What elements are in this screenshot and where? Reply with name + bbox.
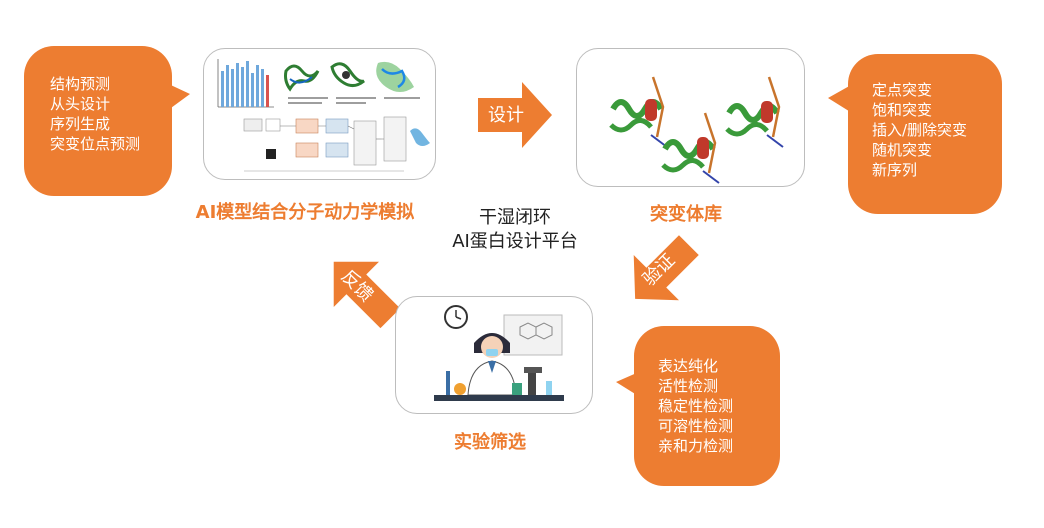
ai-methods-bubble: 结构预测 从头设计 序列生成 突变位点预测 xyxy=(24,46,172,196)
assays-bubble: 表达纯化 活性检测 稳定性检测 可溶性检测 亲和力检测 xyxy=(634,326,780,486)
mutation-type-item: 饱和突变 xyxy=(872,101,933,119)
ai-method-item: 序列生成 xyxy=(50,115,111,133)
feedback-arrow xyxy=(333,261,401,329)
ai-method-item: 突变位点预测 xyxy=(50,135,141,153)
structure-thumbnail-1 xyxy=(284,64,320,92)
mutant-library-figure xyxy=(576,48,805,187)
workflow-thumbnail xyxy=(243,116,430,172)
lab-scientist-illustration xyxy=(434,305,564,401)
ai-model-figure xyxy=(203,48,436,180)
platform-title-line2: AI蛋白设计平台 xyxy=(452,231,578,252)
mutation-type-item: 插入/删除突变 xyxy=(872,121,968,139)
experiment-figure xyxy=(395,296,593,414)
scientist xyxy=(467,333,517,396)
caption-lines xyxy=(288,97,420,104)
verify-arrow xyxy=(633,235,699,301)
platform-title: 干湿闭环 AI蛋白设计平台 xyxy=(430,206,600,254)
ai-method-item: 从头设计 xyxy=(50,95,111,113)
mutation-type-item: 定点突变 xyxy=(872,81,933,99)
protein-structure-1 xyxy=(609,76,668,148)
ai-method-item: 结构预测 xyxy=(50,75,111,93)
clock-icon xyxy=(444,305,468,329)
assay-item: 可溶性检测 xyxy=(658,417,734,435)
molecule-board xyxy=(503,314,563,356)
platform-title-line1: 干湿闭环 xyxy=(479,207,551,228)
bar-chart-thumbnail xyxy=(217,59,274,108)
mutation-type-item: 新序列 xyxy=(872,161,918,179)
design-arrow xyxy=(478,82,552,148)
library-stage-label: 突变体库 xyxy=(650,204,722,225)
experiment-stage-label: 实验筛选 xyxy=(454,432,526,453)
mutant-proteins-illustration xyxy=(609,76,784,184)
protein-structure-2 xyxy=(661,112,720,184)
assay-item: 亲和力检测 xyxy=(658,437,734,455)
mutation-type-item: 随机突变 xyxy=(872,141,933,159)
mutation-types-bubble: 定点突变 饱和突变 插入/删除突变 随机突变 新序列 xyxy=(848,54,1002,214)
assay-item: 表达纯化 xyxy=(658,357,719,375)
protein-structure-3 xyxy=(725,76,784,148)
ai-model-illustration xyxy=(217,59,430,172)
assay-item: 稳定性检测 xyxy=(658,397,734,415)
ai-stage-label: AI模型结合分子动力学模拟 xyxy=(195,202,415,223)
structure-thumbnail-2 xyxy=(330,62,365,88)
lab-bench xyxy=(434,367,564,401)
design-arrow-label: 设计 xyxy=(488,105,524,126)
structure-thumbnail-3 xyxy=(376,61,414,92)
assay-item: 活性检测 xyxy=(658,377,719,395)
